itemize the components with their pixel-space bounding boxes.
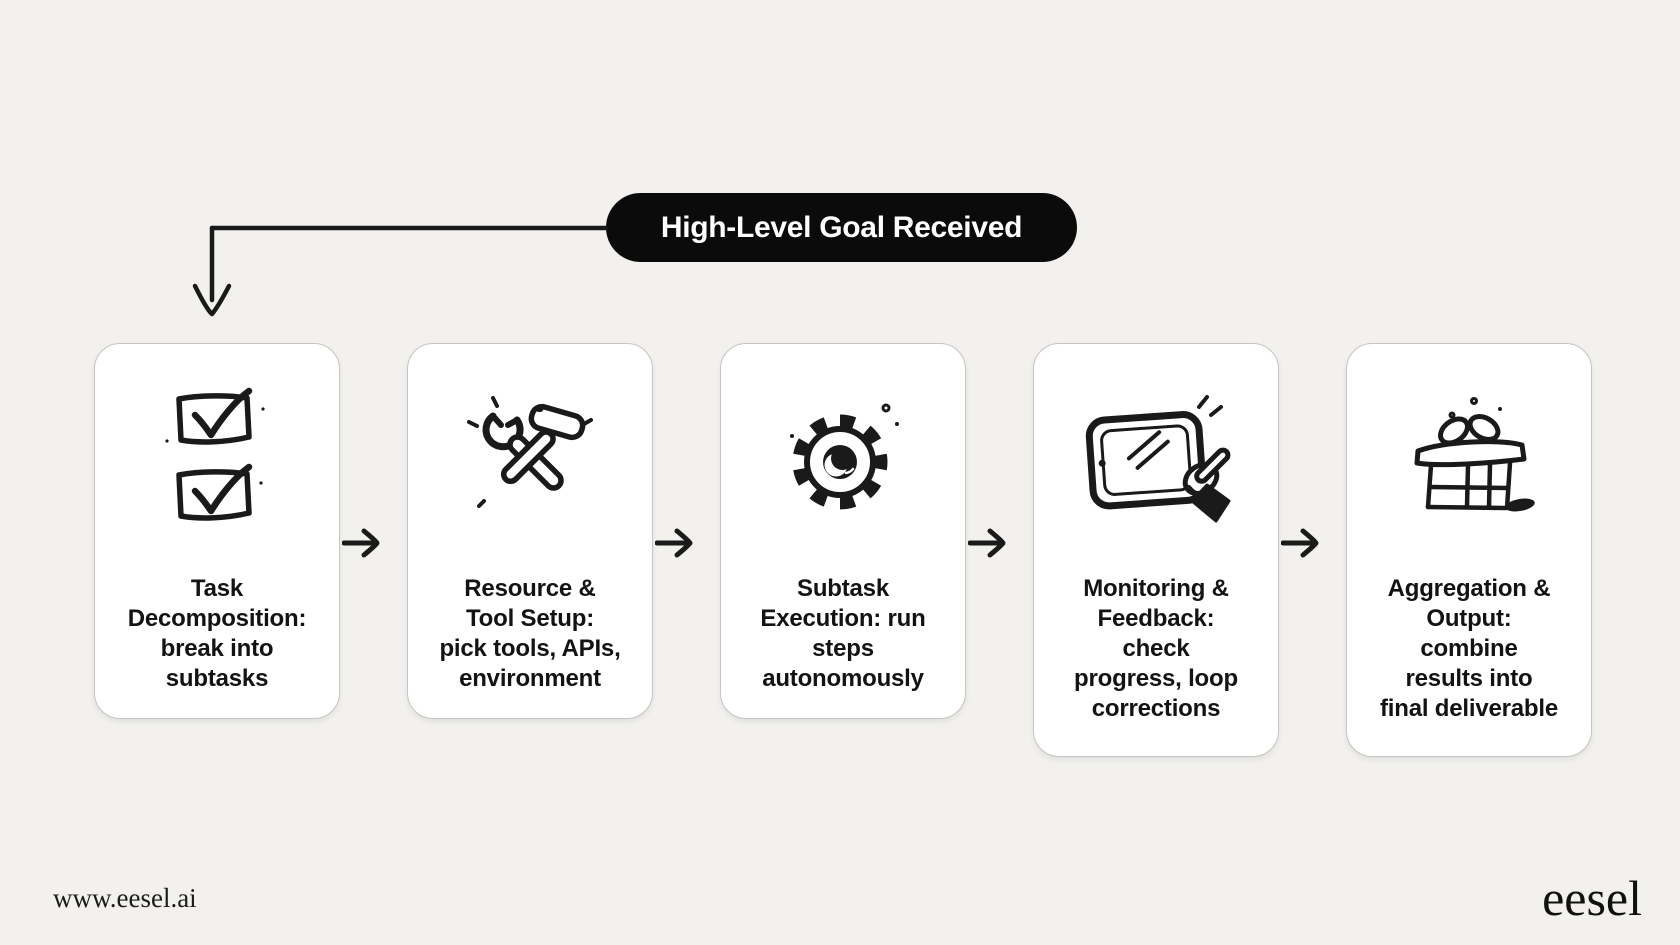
flow-arrow-icon xyxy=(1281,528,1319,558)
card-title-resource-tool-setup: Resource & Tool Setup: pick tools, APIs,… xyxy=(439,575,621,692)
gift-box-icon xyxy=(1414,397,1535,512)
card-icon-box xyxy=(408,344,652,574)
flow-card-resource-tool-setup: Resource & Tool Setup: pick tools, APIs,… xyxy=(407,343,653,719)
card-title-task-decomposition: Task Decomposition: break into subtasks xyxy=(127,575,307,692)
card-icon-box xyxy=(95,344,339,574)
flow-arrow-icon xyxy=(968,528,1006,558)
card-icon-box xyxy=(1347,344,1591,574)
flow-card-aggregation-output: Aggregation & Output: combine results in… xyxy=(1346,343,1592,757)
card-title-aggregation-output: Aggregation & Output: combine results in… xyxy=(1379,575,1558,722)
flow-arrow-icon xyxy=(342,528,380,558)
flow-card-monitoring-feedback: Monitoring & Feedback: check progress, l… xyxy=(1033,343,1279,757)
goal-connector-arrow-icon xyxy=(192,225,609,317)
tablet-touch-icon xyxy=(1085,395,1231,523)
high-level-goal-pill: High-Level Goal Received xyxy=(606,193,1077,262)
goal-pill-label: High-Level Goal Received xyxy=(660,210,1023,244)
flow-card-task-decomposition: Task Decomposition: break into subtasks xyxy=(94,343,340,719)
card-icon-box xyxy=(721,344,965,574)
website-url: www.eesel.ai xyxy=(53,883,197,913)
card-title-monitoring-feedback: Monitoring & Feedback: check progress, l… xyxy=(1074,575,1238,722)
wrench-hammer-icon xyxy=(467,396,593,508)
flow-card-subtask-execution: Subtask Execution: run steps autonomousl… xyxy=(720,343,966,719)
double-checkbox-icon xyxy=(165,387,265,521)
gear-icon xyxy=(790,403,899,510)
card-icon-box xyxy=(1034,344,1278,574)
card-title-subtask-execution: Subtask Execution: run steps autonomousl… xyxy=(760,575,926,692)
flow-arrow-icon xyxy=(655,528,693,558)
eesel-logo: eesel xyxy=(1542,870,1642,926)
